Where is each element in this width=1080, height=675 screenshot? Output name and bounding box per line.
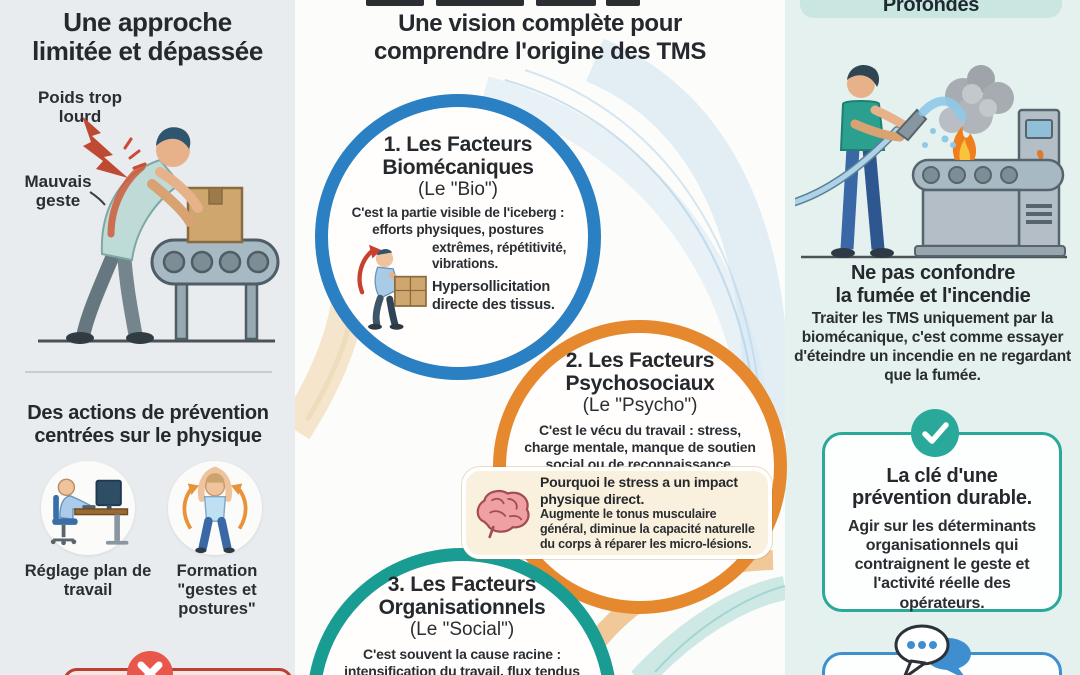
- brain-icon: [472, 486, 534, 540]
- factor3-body: C'est souvent la cause racine : intensif…: [344, 646, 580, 675]
- factor1-body-a: C'est la partie visible de l'iceberg : e…: [351, 205, 565, 237]
- caption-stretch: Formation "gestes et postures": [176, 562, 258, 618]
- left-title-line1: Une approche: [63, 7, 232, 37]
- panel-limited-approach: Une approche limitée et dépassée Poids t…: [0, 0, 295, 675]
- prevention-title-line2: centrées sur le physique: [34, 424, 262, 447]
- left-divider: [25, 371, 272, 373]
- worker-lifting-illustration: [30, 112, 280, 347]
- left-title-line2: limitée et dépassée: [32, 36, 263, 67]
- cutoff-text-fragment: [366, 0, 424, 6]
- stretching-icon: [168, 461, 262, 555]
- sustainable-prevention-card: La clé d'une prévention durable. Agir su…: [822, 432, 1062, 612]
- label-bad-gesture: Mauvais geste: [24, 172, 92, 211]
- factor1-title-line2: Biomécaniques: [382, 156, 534, 180]
- cutoff-text-fragment: [606, 0, 640, 6]
- cutoff-text-fragment: [436, 0, 524, 6]
- small-lifter-icon: [350, 238, 432, 330]
- prevention-title-line1: Des actions de prévention: [27, 402, 269, 424]
- middle-title: Une vision complète pour comprendre l'or…: [305, 10, 775, 65]
- prevention-title: Des actions de prévention centrées sur l…: [8, 402, 288, 448]
- speech-bubbles-icon: [885, 620, 985, 675]
- factor1-body-b: extrêmes, répétitivité, vibrations.: [432, 239, 567, 272]
- factor2-body: C'est le vécu du travail : stress, charg…: [524, 422, 756, 473]
- callout-title: Pourquoi le stress a un impact physique …: [540, 473, 738, 507]
- callout-body: Augmente le tonus musculaire général, di…: [540, 507, 755, 552]
- badge-label: Profondes: [882, 0, 980, 16]
- smoke-fire-heading: Ne pas confondre la fumée et l'incendie: [793, 262, 1073, 308]
- cutoff-text-fragment: [536, 0, 596, 6]
- factor2-title-line2: Psychosociaux: [565, 372, 715, 396]
- desk-setup-icon: [41, 461, 135, 555]
- factor3-subtitle: (Le "Social"): [409, 619, 515, 641]
- caption-desk: Réglage plan de travail: [24, 562, 152, 599]
- factor2-subtitle: (Le "Psycho"): [582, 395, 698, 417]
- factor2-title-line1: 2. Les Facteurs: [565, 349, 715, 372]
- prevention-card-title-line2: prévention durable.: [852, 487, 1032, 510]
- prevention-card-title-line1: La clé d'une: [886, 465, 998, 487]
- label-heavy-weight: Poids trop lourd: [37, 88, 123, 127]
- factor3-title-line1: 3. Les Facteurs: [387, 573, 537, 596]
- check-icon: [911, 409, 959, 457]
- cross-icon: [127, 651, 173, 675]
- firefighting-illustration: [795, 52, 1075, 264]
- smoke-fire-heading-line2: la fumée et l'incendie: [835, 284, 1031, 307]
- left-title: Une approche limitée et dépassée: [0, 7, 295, 67]
- factor1-subtitle: (Le "Bio"): [417, 179, 499, 201]
- factor3-organizational-circle: 3. Les Facteurs Organisationnels (Le "So…: [307, 548, 617, 675]
- factor1-title-line1: 1. Les Facteurs: [383, 133, 533, 156]
- factor1-body-c: Hypersollicitation directe des tissus.: [432, 278, 555, 313]
- smoke-fire-body: Traiter les TMS uniquement par la bioméc…: [794, 310, 1071, 384]
- rejected-card: [63, 668, 293, 675]
- prevention-card-body: Agir sur les déterminants organisationne…: [848, 517, 1036, 612]
- stress-impact-callout: Pourquoi le stress a un impact physique …: [462, 467, 772, 559]
- deep-causes-badge: Profondes: [800, 0, 1062, 18]
- middle-title-line1: Une vision complète pour: [398, 10, 682, 37]
- middle-title-line2: comprendre l'origine des TMS: [374, 37, 706, 65]
- smoke-fire-heading-line1: Ne pas confondre: [850, 262, 1016, 284]
- factor3-title-line2: Organisationnels: [378, 596, 546, 620]
